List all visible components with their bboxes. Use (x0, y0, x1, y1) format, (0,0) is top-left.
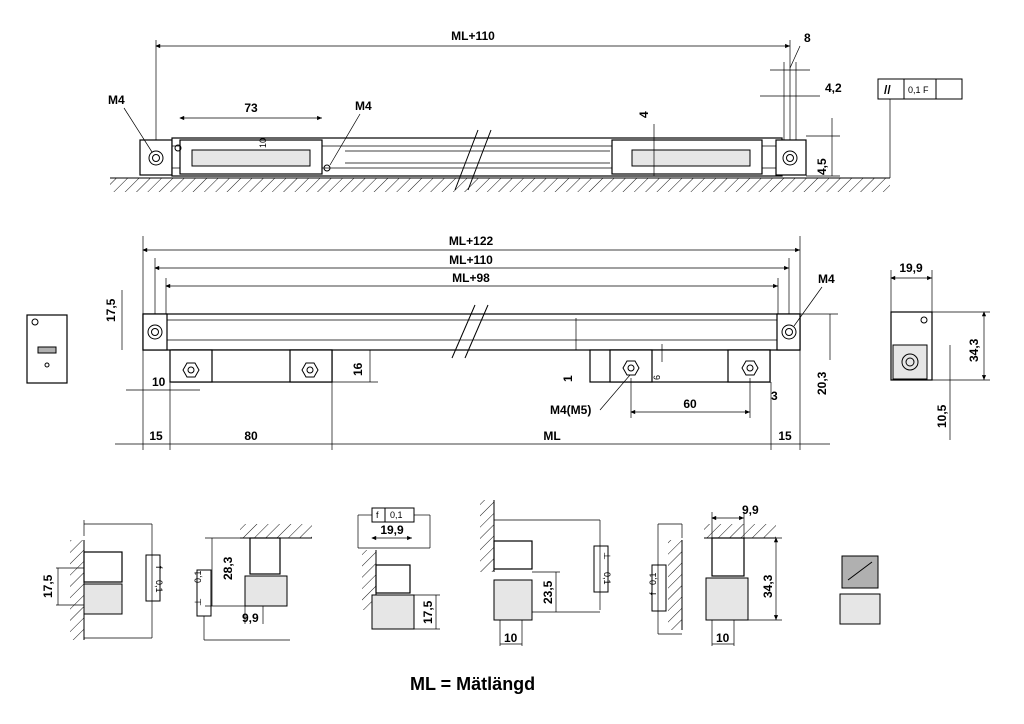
m4-mid-label: M4 (355, 99, 372, 113)
dim-16-label: 16 (351, 362, 365, 376)
dim-17-5-label: 17,5 (104, 298, 118, 322)
ground-hatch (110, 178, 890, 192)
dim-ml110-side-label: ML+110 (449, 253, 493, 267)
m4-left-label: M4 (108, 93, 125, 107)
detail3-17-5: 17,5 (421, 600, 435, 624)
m4m5-label: M4(M5) (550, 403, 591, 417)
mounting-detail-6 (839, 555, 881, 625)
mounting-detail-2: 0,1 ⊥ 28,3 9,9 (193, 524, 312, 641)
svg-text:f: f (648, 592, 658, 595)
parallelism-symbol: // (884, 83, 891, 97)
dim-6-label: 6 (652, 375, 662, 380)
dim-4-label: 4 (637, 111, 651, 118)
dim-10-label: 10 (258, 138, 268, 148)
dim-10-5-label: 10,5 (935, 404, 949, 428)
dim-4-2-label: 4,2 (825, 81, 842, 95)
dim-4-5-label: 4,5 (815, 158, 829, 175)
svg-text:⊥: ⊥ (602, 552, 612, 560)
dim-73-label: 73 (244, 101, 258, 115)
right-end-block (775, 139, 807, 176)
dim-3-label: 3 (771, 389, 778, 403)
tolerance-value: 0,1 F (908, 85, 929, 95)
mounting-detail-5: f 0,1 9,9 34,3 10 (648, 503, 782, 646)
svg-text:0,1: 0,1 (390, 510, 403, 520)
detail5-34-3: 34,3 (761, 574, 775, 598)
dim-ml-label: ML (543, 429, 560, 443)
side-view: ML+122 ML+110 ML+98 M4 (104, 234, 838, 450)
dim-ml98-label: ML+98 (452, 271, 490, 285)
svg-text:0,1: 0,1 (193, 570, 203, 583)
dim-80-label: 80 (244, 429, 258, 443)
dim-19-9-label: 19,9 (899, 261, 923, 275)
svg-text:0,1: 0,1 (154, 580, 164, 593)
svg-text:0,1: 0,1 (648, 572, 658, 585)
mounting-detail-3: f 0,1 19,9 17,5 (357, 507, 440, 630)
dim-15-right-label: 15 (778, 429, 792, 443)
detail3-19-9: 19,9 (380, 523, 404, 537)
svg-text:0,1: 0,1 (602, 572, 612, 585)
detail4-23-5: 23,5 (541, 580, 555, 604)
detail2-28-3: 28,3 (221, 556, 235, 580)
mounting-detail-4: 0,1 ⊥ 23,5 10 (480, 500, 612, 646)
svg-text:f: f (376, 510, 379, 520)
detail4-10: 10 (504, 631, 518, 645)
dim-20-3-label: 20,3 (815, 371, 829, 395)
dim-60-label: 60 (683, 397, 697, 411)
detail2-9-9: 9,9 (242, 611, 259, 625)
m4-side-label: M4 (818, 272, 835, 286)
dim-34-3-label: 34,3 (967, 338, 981, 362)
dim-1-label: 1 (561, 375, 575, 382)
svg-text:f: f (154, 566, 164, 569)
mounting-detail-1: f 0,1 17,5 (41, 520, 164, 640)
detail1-17-5: 17,5 (41, 574, 55, 598)
dim-15-left-label: 15 (149, 429, 163, 443)
caption: ML = Mätlängd (410, 674, 536, 694)
left-end-block (139, 139, 173, 176)
dim-10-side-label: 10 (152, 375, 166, 389)
dim-ml110-top-label: ML+110 (451, 29, 495, 43)
end-piece-left (26, 314, 68, 384)
svg-text:⊥: ⊥ (193, 598, 203, 606)
top-view: ML+110 73 M4 M4 10 4 8 4,2 4,5 // 0,1 F (108, 29, 963, 192)
dim-ml122-label: ML+122 (449, 234, 494, 248)
scale-side-body (142, 313, 801, 351)
detail5-9-9: 9,9 (742, 503, 759, 517)
detail5-10: 10 (716, 631, 730, 645)
end-view: 19,9 34,3 10,5 (890, 261, 990, 440)
dim-8-label: 8 (804, 31, 811, 45)
tolerance-frame (877, 78, 963, 100)
